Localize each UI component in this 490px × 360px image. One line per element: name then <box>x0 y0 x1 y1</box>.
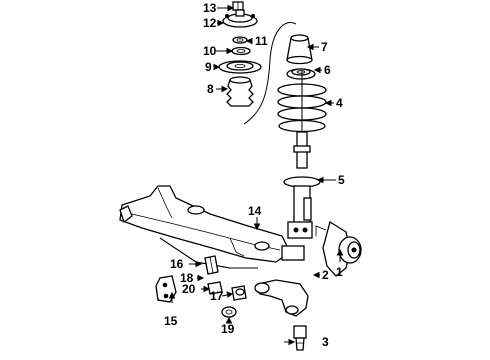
part-11-bushing <box>232 36 248 44</box>
part-5-strut <box>283 70 321 239</box>
part-2-lower-control-arm <box>254 279 309 317</box>
callout-13: 13 <box>203 1 217 15</box>
part-18-stabilizer-bushing <box>204 255 219 275</box>
callout-10: 10 <box>203 44 217 58</box>
part-7-dust-boot <box>286 34 313 65</box>
part-8-bump-stop <box>226 76 254 107</box>
callout-18: 18 <box>180 271 194 285</box>
callout-12: 12 <box>203 16 217 30</box>
callout-labels: 13 12 11 10 9 8 7 6 4 5 14 2 1 16 18 20 … <box>164 1 345 349</box>
callout-19: 19 <box>221 322 235 336</box>
part-9-spring-seat <box>218 60 262 74</box>
callout-7: 7 <box>321 40 328 54</box>
leader-lines <box>171 7 341 343</box>
callout-15: 15 <box>164 314 178 328</box>
callout-6: 6 <box>324 63 331 77</box>
part-14-crossmember <box>119 185 305 263</box>
part-12-upper-mount <box>222 9 258 28</box>
assembly-bracket-line <box>243 22 297 125</box>
callout-9: 9 <box>205 60 212 74</box>
callout-1: 1 <box>336 265 343 279</box>
callout-11: 11 <box>255 34 268 48</box>
part-1-knuckle-hub <box>315 220 362 277</box>
callout-5: 5 <box>338 173 345 187</box>
callout-3: 3 <box>322 335 329 349</box>
callout-4: 4 <box>336 96 343 110</box>
part-19-bushing <box>221 306 237 318</box>
part-10-bearing <box>231 46 251 56</box>
part-20-clamp <box>207 281 223 295</box>
callout-8: 8 <box>207 82 214 96</box>
callout-20: 20 <box>182 282 196 296</box>
callout-2: 2 <box>322 268 329 282</box>
leader-arrowheads <box>168 4 344 346</box>
part-3-ball-joint <box>293 325 307 351</box>
part-13-nut <box>232 1 244 11</box>
part-6-upper-spring-seat <box>286 68 316 80</box>
callout-17: 17 <box>210 289 224 303</box>
callout-14: 14 <box>248 204 262 218</box>
callout-16: 16 <box>170 257 184 271</box>
part-17-bushing <box>231 285 247 301</box>
